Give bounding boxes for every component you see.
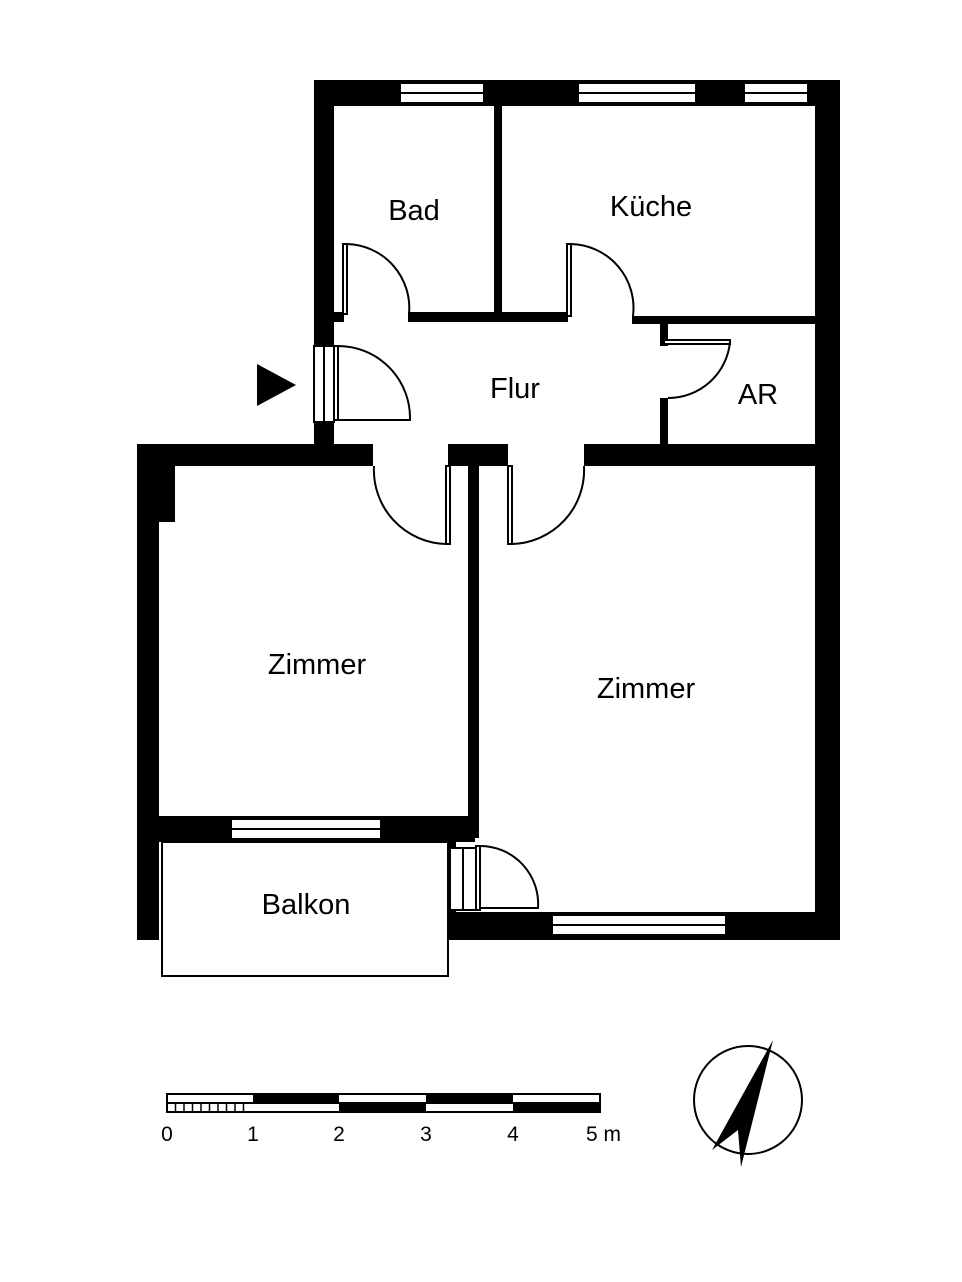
wall-rooms-divider <box>468 462 479 838</box>
north-arrow-icon <box>693 1040 803 1167</box>
scale-seg-4-bottom <box>513 1103 600 1112</box>
door-ar <box>663 339 731 400</box>
scale-bar: 0 1 2 3 4 5 m <box>161 1093 621 1146</box>
scale-seg-2-bottom <box>339 1103 426 1112</box>
door-bad <box>342 243 411 315</box>
wall-bad-bottom-left <box>330 312 344 322</box>
wall-bad-kueche <box>494 104 502 316</box>
scale-tick-0: 0 <box>161 1123 173 1146</box>
scale-tick-4: 4 <box>507 1123 519 1146</box>
room-label-balkon: Balkon <box>262 889 351 921</box>
scale-tick-2: 2 <box>333 1123 345 1146</box>
entrance-arrow-icon <box>257 364 296 406</box>
scale-seg-1-top <box>253 1094 339 1103</box>
window-zimmer-left <box>230 818 382 840</box>
door-balkon <box>449 844 540 911</box>
room-label-ar: AR <box>738 379 778 411</box>
wall-flur-bottom-a <box>448 444 508 466</box>
scale-tick-5: 5 m <box>586 1123 621 1146</box>
walls <box>137 80 840 940</box>
doors <box>313 243 731 911</box>
wall-entrance-lower <box>314 420 334 466</box>
door-entrance <box>313 345 412 423</box>
scale-subdivisions <box>174 1103 245 1112</box>
room-label-flur: Flur <box>490 373 540 405</box>
wall-bad-bottom <box>408 312 568 322</box>
scale-seg-3-top <box>426 1094 513 1103</box>
wall-ar-left <box>660 316 668 346</box>
scale-tick-1: 1 <box>247 1123 259 1146</box>
wall-column <box>137 444 175 522</box>
room-label-zimmer-left: Zimmer <box>268 649 367 681</box>
door-kueche <box>566 243 635 317</box>
windows <box>230 82 809 936</box>
room-label-bad: Bad <box>388 195 440 227</box>
window-zimmer-right <box>551 914 727 936</box>
door-zimmer-right <box>507 465 586 545</box>
wall-ar-left-lower <box>660 398 668 448</box>
wall-right <box>815 80 840 940</box>
wall-flur-bottom-b <box>584 444 840 466</box>
balkon-outline <box>161 841 449 977</box>
scale-tick-3: 3 <box>420 1123 432 1146</box>
room-label-zimmer-right: Zimmer <box>597 673 696 705</box>
door-zimmer-left <box>372 465 451 545</box>
wall-kueche-bottom <box>632 316 820 324</box>
window-bad <box>399 82 485 104</box>
window-kueche-2 <box>743 82 809 104</box>
room-label-kueche: Küche <box>610 191 692 223</box>
window-kueche-1 <box>577 82 697 104</box>
